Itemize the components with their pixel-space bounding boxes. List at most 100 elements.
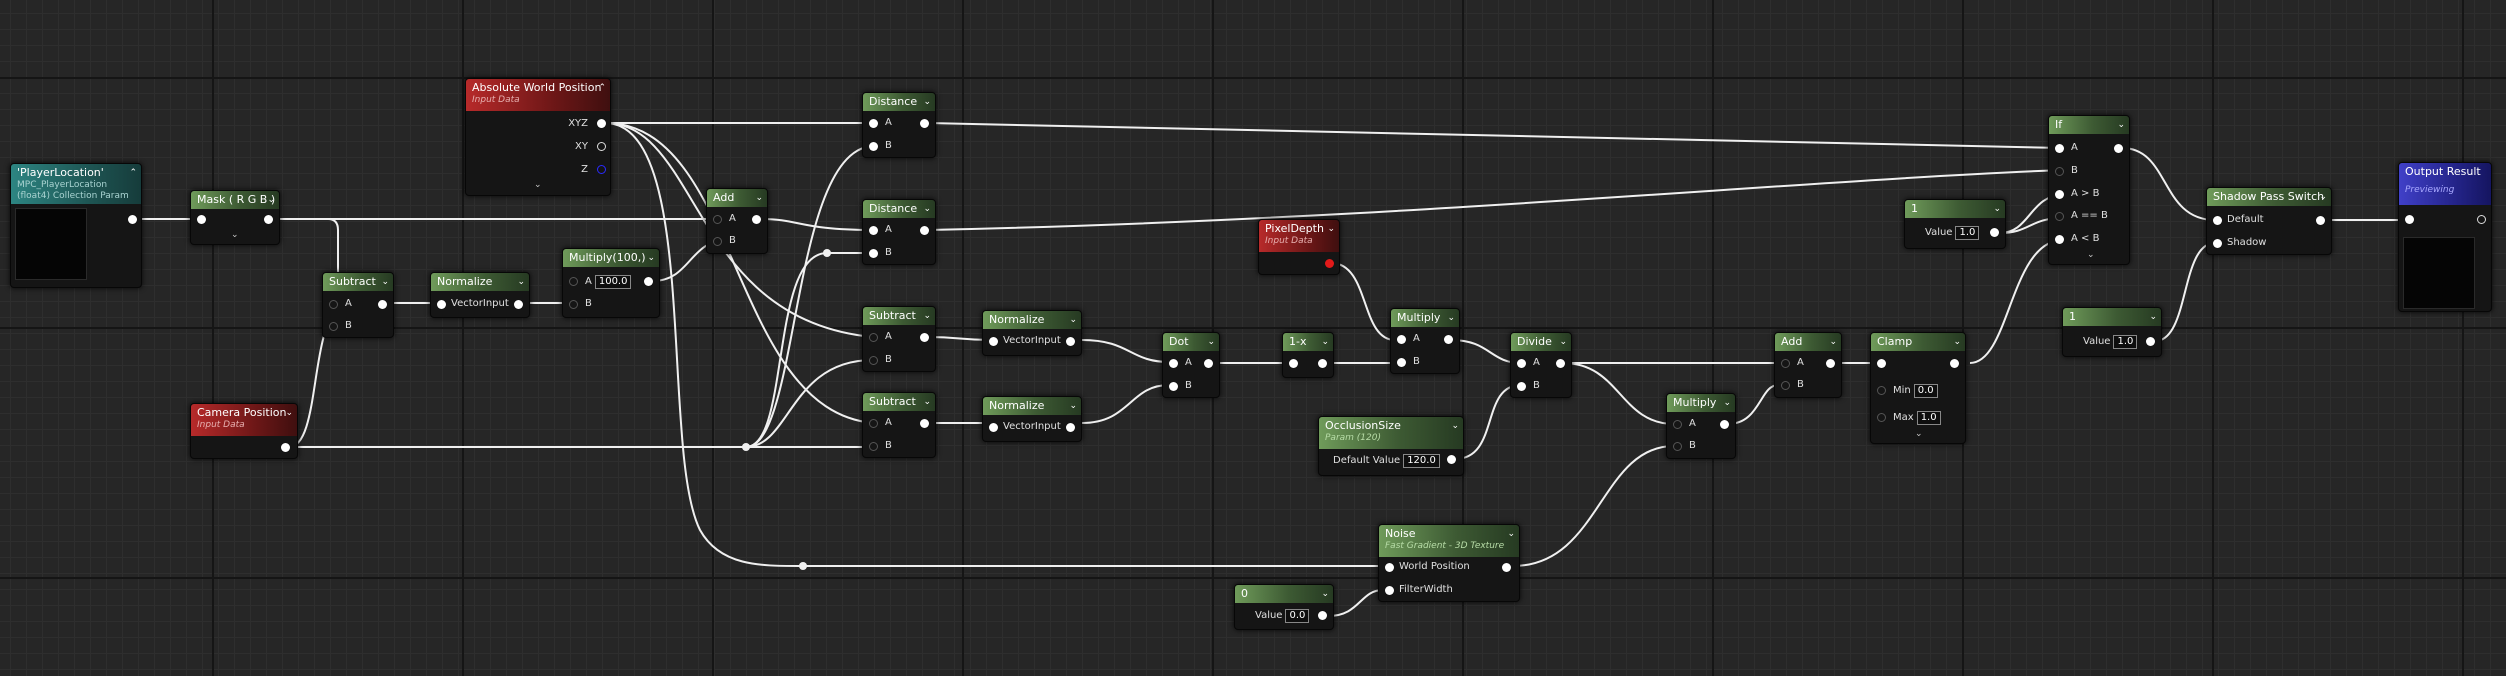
input-pin-a[interactable] (1397, 335, 1406, 344)
output-pin[interactable] (2146, 337, 2155, 346)
output-pin[interactable] (1204, 359, 1213, 368)
input-pin[interactable] (197, 215, 206, 224)
absolute-world-position-node[interactable]: Absolute World Position Input Data ⌃ XYZ… (465, 78, 611, 196)
input-pin-b[interactable] (1397, 358, 1406, 367)
dot-product-node[interactable]: Dot⌄ A B (1162, 332, 1220, 398)
input-pin-b[interactable] (869, 249, 878, 258)
chevron-down-icon[interactable]: ⌄ (2117, 120, 2125, 130)
output-pin[interactable] (1318, 359, 1327, 368)
multiply-node[interactable]: Multiply⌄ A B (1390, 308, 1460, 374)
chevron-down-icon[interactable]: ⌄ (647, 253, 655, 263)
default-pin[interactable] (2213, 216, 2222, 225)
output-pin[interactable] (920, 333, 929, 342)
subtract-node[interactable]: Subtract⌄ A B (862, 306, 936, 372)
a-value-field[interactable]: 100.0 (594, 275, 632, 289)
default-value-field[interactable]: 120.0 (1403, 454, 1440, 468)
input-pin[interactable] (2405, 215, 2414, 224)
subtract-node[interactable]: Subtract⌄ A B (862, 392, 936, 458)
chevron-down-icon[interactable]: ⌄ (1069, 315, 1077, 325)
output-pin[interactable] (281, 443, 290, 452)
input-pin-b[interactable] (713, 237, 722, 246)
chevron-down-icon[interactable]: ⌄ (1993, 204, 2001, 214)
chevron-down-icon[interactable]: ⌄ (1723, 398, 1731, 408)
camera-position-node[interactable]: Camera Position Input Data ⌄ (190, 403, 298, 459)
output-pin[interactable] (2316, 216, 2325, 225)
input-pin-a[interactable] (1781, 359, 1790, 368)
input-pin-b[interactable] (569, 300, 578, 309)
output-pin[interactable] (1447, 455, 1456, 464)
multiply-node[interactable]: Multiply⌄ A B (1666, 393, 1736, 459)
divide-node[interactable]: Divide⌄ A B (1510, 332, 1572, 398)
subtract-node[interactable]: Subtract⌄ A B (322, 272, 394, 338)
output-pin[interactable] (1826, 359, 1835, 368)
value-field[interactable]: 1.0 (1955, 226, 1980, 240)
add-node[interactable]: Add⌄ A B (706, 188, 768, 254)
input-pin-b[interactable] (869, 356, 878, 365)
expand-icon[interactable]: ⌄ (231, 230, 239, 240)
output-pin[interactable] (1325, 259, 1334, 268)
chevron-down-icon[interactable]: ⌄ (755, 193, 763, 203)
one-minus-node[interactable]: 1-x⌄ (1282, 332, 1334, 378)
chevron-down-icon[interactable]: ⌄ (1321, 337, 1329, 347)
chevron-down-icon[interactable]: ⌄ (1447, 313, 1455, 323)
add-node[interactable]: Add⌄ A B (1774, 332, 1842, 398)
chevron-down-icon[interactable]: ⌄ (1327, 224, 1335, 234)
chevron-down-icon[interactable]: ⌄ (2319, 192, 2327, 202)
output-pin[interactable] (1990, 228, 1999, 237)
input-pin-b[interactable] (1517, 382, 1526, 391)
output-pin[interactable] (1066, 423, 1075, 432)
chevron-down-icon[interactable]: ⌄ (1507, 529, 1515, 539)
input-pin-a[interactable] (869, 226, 878, 235)
input-pin-b[interactable] (1673, 442, 1682, 451)
output-pin[interactable] (378, 300, 387, 309)
chevron-down-icon[interactable]: ⌄ (1559, 337, 1567, 347)
input-pin-b[interactable] (329, 322, 338, 331)
output-pin[interactable] (1720, 420, 1729, 429)
world-position-pin[interactable] (1385, 563, 1394, 572)
output-pin[interactable] (1444, 335, 1453, 344)
output-pin-xy[interactable] (597, 142, 606, 151)
input-pin[interactable] (437, 300, 446, 309)
noise-node[interactable]: Noise Fast Gradient - 3D Texture ⌄ World… (1378, 524, 1520, 602)
output-pin[interactable] (752, 215, 761, 224)
input-pin-a[interactable] (869, 333, 878, 342)
min-value-field[interactable]: 0.0 (1913, 384, 1938, 398)
chevron-down-icon[interactable]: ⌄ (923, 204, 931, 214)
chevron-down-icon[interactable]: ⌄ (2149, 312, 2157, 322)
input-pin-a[interactable] (569, 277, 578, 286)
input-pin-a[interactable] (329, 300, 338, 309)
output-pin[interactable] (920, 119, 929, 128)
chevron-down-icon[interactable]: ⌄ (923, 397, 931, 407)
if-node[interactable]: If⌄ A B A > B A == B A < B ⌄ (2048, 115, 2130, 265)
input-pin-b[interactable] (1781, 381, 1790, 390)
chevron-down-icon[interactable]: ⌄ (267, 195, 275, 205)
chevron-down-icon[interactable]: ⌄ (1207, 337, 1215, 347)
chevron-down-icon[interactable]: ⌄ (517, 277, 525, 287)
output-pin[interactable] (2477, 215, 2486, 224)
expand-icon[interactable]: ⌄ (534, 180, 542, 190)
output-pin[interactable] (920, 419, 929, 428)
a-less-b-pin[interactable] (2055, 235, 2064, 244)
normalize-node[interactable]: Normalize⌄ VectorInput (430, 272, 530, 318)
normalize-node[interactable]: Normalize⌄ VectorInput (982, 396, 1082, 442)
input-pin-b[interactable] (1169, 382, 1178, 391)
min-pin[interactable] (1877, 386, 1886, 395)
chevron-down-icon[interactable]: ⌄ (1069, 401, 1077, 411)
output-pin[interactable] (514, 300, 523, 309)
output-pin-xyz[interactable] (597, 119, 606, 128)
pixel-depth-node[interactable]: PixelDepth Input Data ⌄ (1258, 219, 1340, 275)
distance-node[interactable]: Distance⌄ A B (862, 92, 936, 158)
output-pin[interactable] (644, 277, 653, 286)
chevron-down-icon[interactable]: ⌄ (1451, 421, 1459, 431)
output-pin[interactable] (1318, 611, 1327, 620)
output-pin-z[interactable] (597, 165, 606, 174)
value-field[interactable]: 0.0 (1285, 609, 1310, 623)
expand-icon[interactable]: ⌄ (2087, 250, 2095, 260)
occlusion-size-param-node[interactable]: OcclusionSize Param (120) ⌄ Default Valu… (1318, 416, 1464, 476)
input-pin-a[interactable] (2055, 144, 2064, 153)
